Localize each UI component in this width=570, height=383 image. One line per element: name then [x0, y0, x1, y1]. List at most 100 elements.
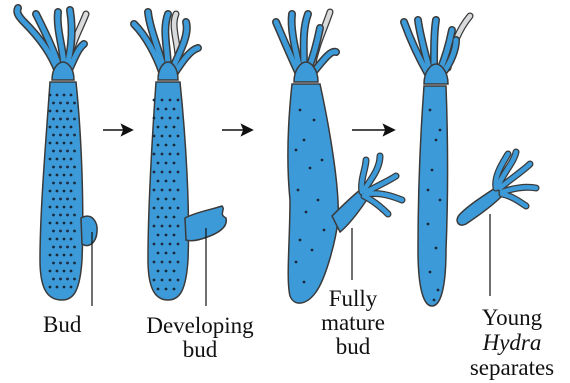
body-spot [70, 206, 73, 209]
body-spot [56, 174, 59, 177]
body-spot [59, 214, 62, 217]
body-spot [157, 198, 160, 201]
stage-4-body [418, 86, 448, 306]
body-spot [169, 225, 172, 228]
body-spot [70, 190, 73, 193]
body-spot [66, 278, 69, 281]
body-spot [63, 206, 66, 209]
body-spot [157, 126, 160, 129]
body-spot [73, 134, 76, 137]
body-spot [169, 261, 172, 264]
body-spot [73, 198, 76, 201]
body-spot [56, 94, 59, 97]
body-spot [63, 190, 66, 193]
body-spot [59, 182, 62, 185]
body-spot [161, 171, 164, 174]
body-spot [299, 239, 302, 242]
body-spot [177, 279, 180, 282]
body-spot [427, 189, 430, 192]
body-spot [295, 149, 298, 152]
label-young-line1: Young [482, 305, 543, 330]
stage-4-hydra [404, 16, 536, 306]
label-mature-line3: bud [336, 334, 371, 359]
body-spot [59, 118, 62, 121]
body-spot [169, 135, 172, 138]
bud-mature-tentacles [362, 156, 402, 214]
body-spot [295, 261, 298, 264]
body-spot [173, 288, 176, 291]
body-spot [66, 246, 69, 249]
body-spot [165, 126, 168, 129]
body-spot [173, 252, 176, 255]
body-spot [317, 199, 320, 202]
label-bud: Bud [43, 312, 82, 337]
label-young-line2: Hydra [482, 330, 542, 355]
body-spot [153, 171, 156, 174]
body-spot [173, 198, 176, 201]
body-spot [169, 189, 172, 192]
body-spot [52, 150, 55, 153]
body-spot [303, 139, 306, 142]
bud-small [81, 216, 97, 245]
stage-1-tentacles [17, 8, 86, 72]
body-spot [169, 153, 172, 156]
body-spot [66, 262, 69, 265]
body-spot [153, 279, 156, 282]
body-spot [73, 214, 76, 217]
body-spot [169, 207, 172, 210]
body-spot [177, 135, 180, 138]
body-spot [313, 119, 316, 122]
body-spot [49, 158, 52, 161]
body-spot [439, 199, 442, 202]
body-spot [59, 166, 62, 169]
body-spot [52, 102, 55, 105]
body-spot [165, 162, 168, 165]
body-spot [177, 171, 180, 174]
body-spot [73, 118, 76, 121]
body-spot [73, 246, 76, 249]
body-spot [429, 109, 432, 112]
label-developing-line2: bud [183, 337, 218, 362]
body-spot [59, 230, 62, 233]
body-spot [153, 261, 156, 264]
body-spot [165, 288, 168, 291]
body-spot [63, 238, 66, 241]
body-spot [173, 216, 176, 219]
body-spot [56, 222, 59, 225]
body-spot [173, 144, 176, 147]
body-spot [70, 158, 73, 161]
body-spot [56, 270, 59, 273]
body-spot [49, 286, 52, 289]
body-spot [165, 270, 168, 273]
body-spot [49, 110, 52, 113]
body-spot [433, 299, 436, 302]
body-spot [52, 118, 55, 121]
body-spot [52, 214, 55, 217]
body-spot [177, 153, 180, 156]
body-spot [73, 230, 76, 233]
body-spot [59, 134, 62, 137]
body-spot [161, 207, 164, 210]
body-spot [173, 126, 176, 129]
stage-3-body [288, 84, 338, 303]
body-spot [66, 230, 69, 233]
body-spot [49, 174, 52, 177]
body-spot [70, 126, 73, 129]
body-spot [52, 278, 55, 281]
body-spot [153, 99, 156, 102]
body-spot [70, 110, 73, 113]
body-spot [165, 234, 168, 237]
body-spot [49, 142, 52, 145]
body-spot [56, 110, 59, 113]
body-spot [165, 180, 168, 183]
body-spot [157, 288, 160, 291]
body-spot [439, 129, 442, 132]
body-spot [161, 189, 164, 192]
body-spot [70, 142, 73, 145]
body-spot [165, 144, 168, 147]
body-spot [49, 126, 52, 129]
body-spot [59, 150, 62, 153]
body-spot [70, 254, 73, 257]
body-spot [63, 126, 66, 129]
